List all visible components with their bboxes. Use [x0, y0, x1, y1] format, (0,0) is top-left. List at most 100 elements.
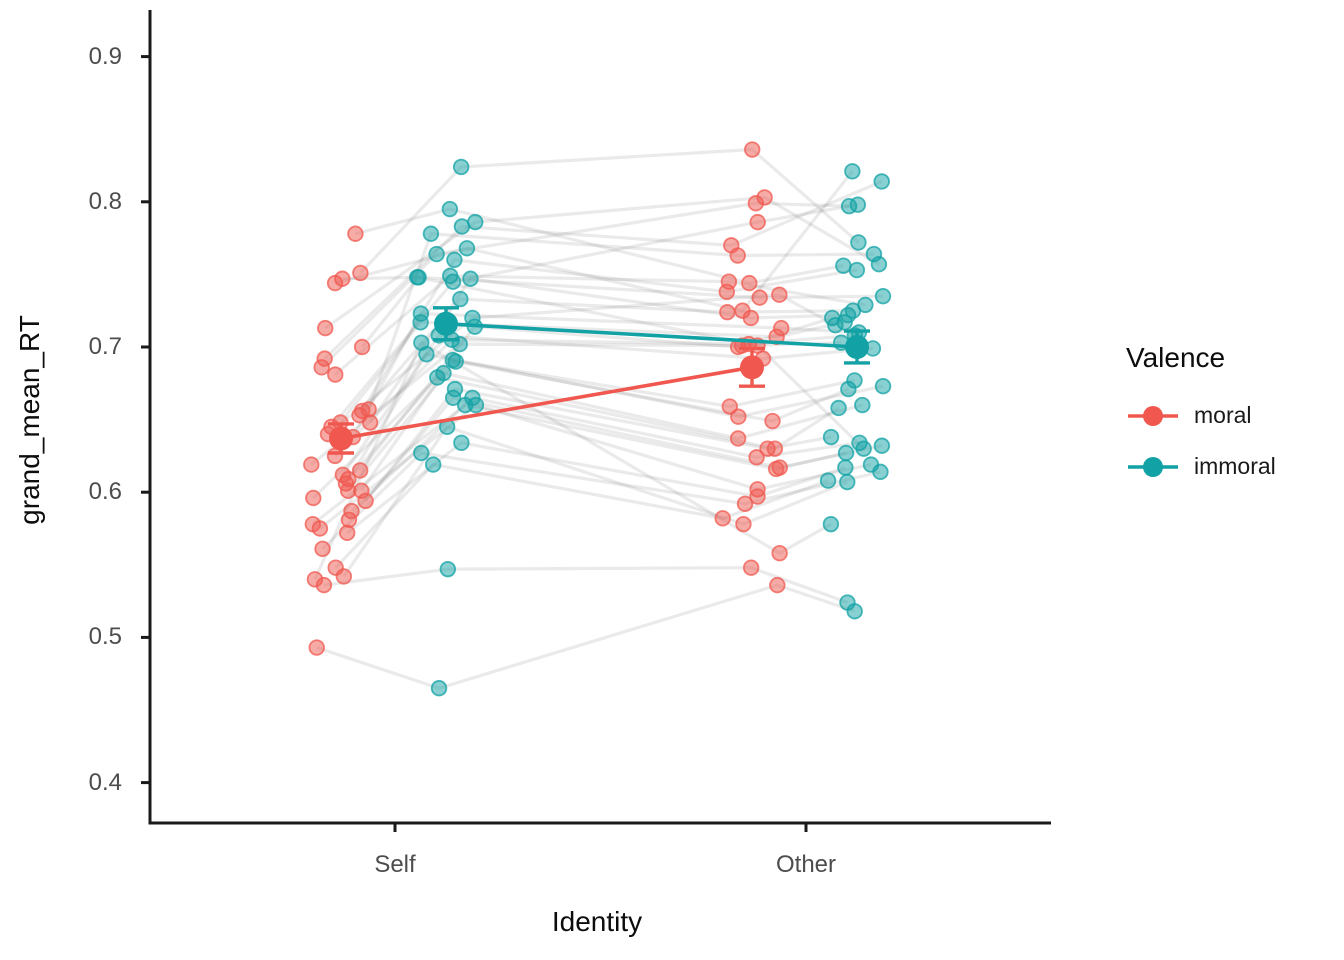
data-point-moral: [719, 303, 736, 321]
subject-line: [360, 371, 863, 492]
data-point-moral: [729, 430, 747, 447]
data-point-moral: [311, 520, 329, 537]
x-tick-label-other: Other: [775, 851, 837, 878]
subject-line: [327, 293, 837, 436]
data-point-moral: [314, 540, 331, 558]
data-point-immoral: [873, 173, 890, 190]
data-point-immoral: [830, 399, 847, 417]
subject-line: [320, 201, 850, 369]
x-axis-title: Identity: [551, 906, 643, 937]
data-point-moral: [742, 559, 760, 576]
y-tick-label: 0.8: [88, 188, 122, 215]
subject-line: [359, 147, 860, 275]
subject-line: [346, 441, 846, 535]
data-point-moral: [714, 510, 731, 527]
subject-line: [324, 195, 880, 330]
data-point-moral: [735, 515, 752, 533]
data-point-immoral: [422, 225, 440, 242]
data-point-moral: [741, 274, 758, 292]
subject-line: [347, 358, 855, 481]
data-point-immoral: [865, 245, 883, 263]
data-point-moral: [744, 141, 761, 158]
data-point-moral: [313, 359, 330, 376]
legend-title: Valence: [1126, 342, 1226, 373]
mean-point-immoral: [845, 335, 869, 359]
subject-line: [313, 341, 832, 580]
y-tick-label: 0.6: [88, 478, 122, 505]
data-point-moral: [767, 460, 785, 478]
data-point-moral: [351, 462, 369, 479]
subject-line: [333, 333, 855, 458]
data-point-immoral: [452, 158, 470, 176]
data-point-moral: [315, 576, 333, 594]
subject-line: [358, 297, 854, 417]
data-point-immoral: [410, 269, 427, 286]
data-point-immoral: [441, 200, 459, 218]
data-point-immoral: [872, 463, 889, 481]
data-point-immoral: [849, 196, 867, 213]
data-point-immoral: [844, 163, 861, 180]
data-point-immoral: [835, 257, 852, 274]
data-point-immoral: [453, 434, 470, 452]
mean-point-moral: [740, 355, 764, 380]
data-point-moral: [751, 289, 768, 306]
subject-line: [334, 463, 829, 569]
data-point-immoral: [446, 251, 463, 269]
data-point-moral: [357, 492, 374, 510]
subject-line: [334, 274, 866, 376]
subject-line: [355, 207, 844, 285]
data-point-moral: [771, 544, 788, 562]
data-point-immoral: [425, 456, 442, 473]
data-point-immoral: [458, 240, 476, 257]
data-point-immoral: [413, 444, 430, 462]
data-point-immoral: [837, 444, 855, 462]
data-point-immoral: [447, 353, 464, 370]
data-point-immoral: [819, 472, 837, 489]
data-point-moral: [773, 319, 790, 337]
y-tick-label: 0.9: [88, 43, 122, 70]
data-point-moral: [317, 319, 334, 337]
data-point-moral: [347, 225, 364, 242]
data-point-moral: [308, 639, 325, 656]
data-point-moral: [747, 195, 765, 212]
data-point-moral: [327, 366, 344, 383]
data-point-immoral: [428, 245, 445, 263]
y-tick-label: 0.5: [88, 623, 122, 650]
data-point-moral: [353, 338, 371, 356]
subject-line: [347, 396, 883, 521]
data-point-moral: [718, 283, 735, 301]
data-point-immoral: [837, 459, 854, 476]
data-point-immoral: [851, 434, 868, 452]
data-point-moral: [335, 568, 353, 585]
legend-label-moral: moral: [1194, 402, 1252, 428]
data-point-immoral: [839, 473, 856, 491]
data-point-immoral: [846, 603, 863, 620]
data-point-moral: [730, 408, 747, 425]
mean-line-moral: [340, 365, 753, 441]
data-point-moral: [303, 456, 320, 473]
subject-line: [339, 320, 845, 424]
data-point-moral: [339, 524, 356, 542]
subject-line: [342, 275, 865, 450]
subject-line: [360, 258, 858, 412]
data-point-moral: [352, 264, 369, 282]
data-point-immoral: [822, 515, 840, 533]
data-point-moral: [764, 412, 781, 430]
data-point-immoral: [430, 680, 448, 697]
subject-line: [318, 403, 872, 530]
data-point-moral: [769, 576, 786, 594]
data-point-moral: [305, 489, 322, 507]
data-point-immoral: [874, 378, 892, 395]
data-point-immoral: [413, 334, 430, 351]
data-point-immoral: [854, 396, 871, 414]
data-point-immoral: [824, 309, 841, 327]
data-point-moral: [749, 488, 766, 505]
mean-point-moral: [329, 426, 353, 451]
mean-line-immoral: [445, 321, 858, 349]
data-point-immoral: [445, 389, 462, 407]
subject-line: [312, 375, 840, 500]
data-point-immoral: [467, 213, 484, 231]
legend-key-point-moral: [1143, 406, 1163, 426]
data-point-immoral: [444, 273, 462, 290]
